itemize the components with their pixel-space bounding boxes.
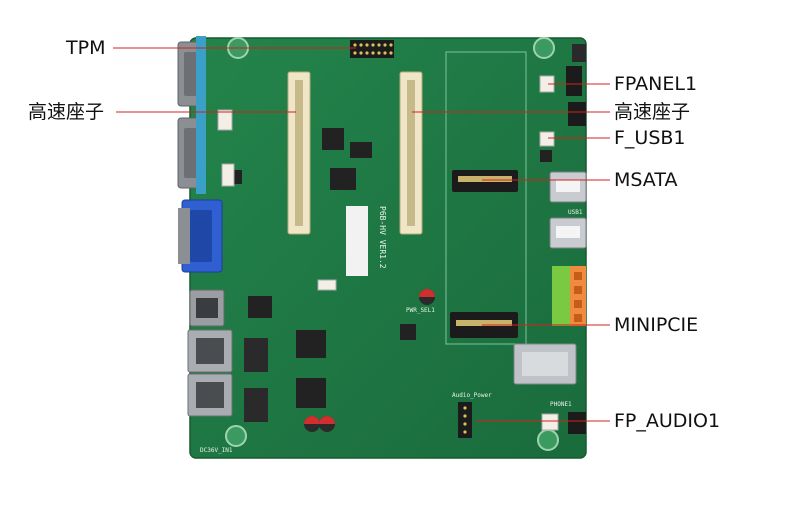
high-speed-connector-right [399, 71, 423, 235]
header-left-2 [221, 163, 235, 187]
label-fpanel1: FPANEL1 [614, 73, 698, 95]
msata-slot [445, 51, 527, 345]
capacitor-2 [304, 416, 320, 432]
capacitor-1 [419, 289, 435, 305]
chip-2 [350, 142, 372, 158]
fpanel-block [566, 66, 582, 96]
hdmi-inner [196, 298, 218, 318]
label-msata: MSATA [614, 169, 678, 191]
chip-3 [330, 168, 356, 190]
silk-pwr: PWR_SEL1 [406, 307, 435, 314]
fp-audio-header [541, 413, 559, 431]
fusb-header [539, 131, 555, 147]
label-fp-audio1: FP_AUDIO1 [614, 410, 721, 432]
mount-hole-br [537, 429, 559, 451]
lan-port-2 [187, 373, 233, 417]
capacitor-3 [319, 416, 335, 432]
audio-power-header [458, 402, 472, 438]
usb-port-1 [549, 171, 587, 203]
label-minipcie: MINIPCIE [614, 314, 699, 336]
leader-lines [113, 47, 610, 422]
right-edge-block [572, 44, 586, 62]
chip-1 [322, 128, 344, 150]
usb-port-2 [549, 217, 587, 249]
label-high-speed-left: 高速座子 [28, 101, 105, 123]
fusb-block [568, 102, 586, 126]
label-f-usb1: F_USB1 [614, 127, 686, 149]
serial-bracket-2 [196, 114, 206, 194]
header-mid [317, 279, 337, 291]
silk-phone: PHONE1 [550, 401, 572, 408]
chip-8 [244, 338, 268, 372]
label-high-speed-right: 高速座子 [614, 101, 691, 123]
lan-port-1 [187, 329, 233, 373]
vga-metal [178, 208, 190, 264]
silk-audio: Audio_Power [452, 392, 492, 399]
vga-port [181, 199, 223, 273]
header-left-1 [217, 109, 233, 131]
high-speed-connector-left [287, 71, 311, 235]
label-tpm: TPM [66, 37, 106, 59]
model-label-sticker [346, 206, 368, 276]
tpm-header [350, 40, 394, 58]
chip-6 [296, 330, 326, 358]
chip-7 [296, 378, 326, 408]
serial-bracket-1 [196, 36, 206, 114]
mount-hole-tr [533, 37, 555, 59]
terminal-block [552, 266, 586, 326]
silk-dc: DC36V_IN1 [200, 447, 233, 454]
fp-audio-block [568, 412, 586, 434]
silk-model: P6B-HV VER1.2 [378, 206, 387, 269]
chip-11 [540, 150, 552, 162]
sim-slot [513, 343, 577, 385]
mount-hole-bl [225, 425, 247, 447]
silk-usb: USB1 [568, 209, 583, 216]
chip-10 [400, 324, 416, 340]
chip-9 [244, 388, 268, 422]
chip-5 [248, 296, 272, 318]
